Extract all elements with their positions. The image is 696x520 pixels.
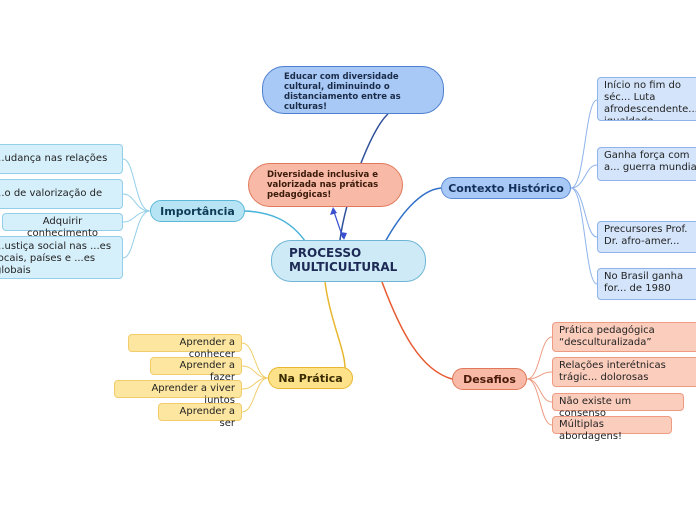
note-educar-diversidade[interactable]: Educar com diversidade cultural, diminui… xyxy=(262,66,444,114)
note-diversidade-inclusiva[interactable]: Diversidade inclusiva e valorizada nas p… xyxy=(248,163,403,207)
leaf-pratica-viver-juntos[interactable]: Aprender a viver juntos xyxy=(114,380,242,406)
topic-na-pratica[interactable]: Na Prática xyxy=(268,367,353,389)
leaf-desafios-pratica[interactable]: Prática pedagógica “desculturalizada” xyxy=(552,322,696,352)
central-topic[interactable]: PROCESSO MULTICULTURAL xyxy=(271,240,426,282)
leaf-importancia-mudanca[interactable]: ...udança nas relações xyxy=(0,144,123,174)
leaf-desafios-relacoes[interactable]: Relações interétnicas trágic... dolorosa… xyxy=(552,357,696,387)
leaf-desafios-abordagens[interactable]: Múltiplas abordagens! xyxy=(552,416,672,442)
topic-contexto-historico[interactable]: Contexto Histórico xyxy=(441,177,571,199)
central-topic-label: PROCESSO MULTICULTURAL xyxy=(289,246,398,274)
leaf-contexto-precursores[interactable]: Precursores Prof. Dr. afro-amer... xyxy=(597,221,696,253)
leaf-contexto-brasil[interactable]: No Brasil ganha for... de 1980 xyxy=(597,268,696,300)
leaf-desafios-consenso[interactable]: Não existe um consenso xyxy=(552,393,684,419)
leaf-contexto-ganha-forca[interactable]: Ganha força com a... guerra mundial xyxy=(597,147,696,181)
topic-desafios[interactable]: Desafios xyxy=(452,368,527,390)
leaf-importancia-justica[interactable]: ...ustiça social nas ...es locais, paíse… xyxy=(0,236,123,279)
leaf-pratica-ser[interactable]: Aprender a ser xyxy=(158,403,242,429)
leaf-pratica-fazer[interactable]: Aprender a fazer xyxy=(150,357,242,383)
leaf-importancia-conhecimento[interactable]: Adquirir conhecimento xyxy=(2,213,123,239)
leaf-pratica-conhecer[interactable]: Aprender a conhecer xyxy=(128,334,242,360)
leaf-importancia-valorizacao[interactable]: ...o de valorização de xyxy=(0,179,123,209)
topic-importancia[interactable]: Importância xyxy=(150,200,245,222)
leaf-contexto-inicio[interactable]: Início no fim do séc... Luta afrodescend… xyxy=(597,77,696,121)
